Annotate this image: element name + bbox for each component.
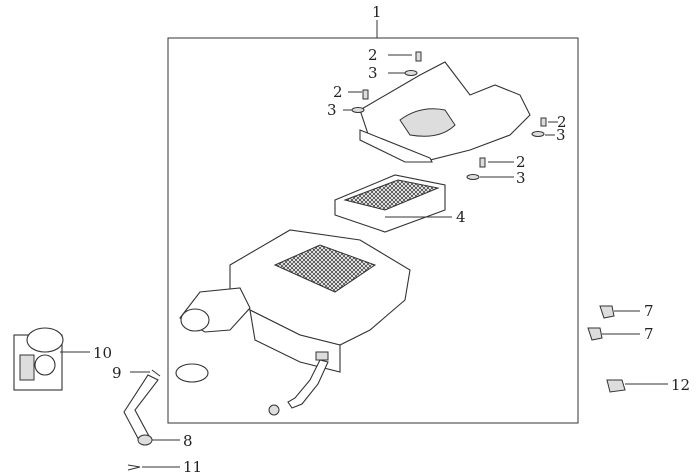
callout-4: 4	[456, 208, 466, 226]
callout-7: 7	[644, 325, 654, 343]
leader-lines	[60, 20, 668, 468]
hose-clamp	[175, 363, 209, 383]
callout-2: 2	[516, 153, 526, 171]
callout-7: 7	[644, 302, 654, 320]
callout-10: 10	[93, 344, 112, 362]
callout-11: 11	[183, 458, 202, 475]
air-filter-element	[334, 174, 446, 233]
callout-2: 2	[557, 113, 567, 131]
breather-hose	[123, 369, 161, 471]
callout-3: 3	[556, 126, 566, 144]
callout-3: 3	[516, 169, 526, 187]
callout-8: 8	[183, 432, 193, 450]
air-box-housing	[179, 229, 411, 373]
callout-2: 2	[333, 83, 343, 101]
assembly-frame	[167, 37, 579, 424]
callout-3: 3	[368, 64, 378, 82]
air-cleaner-cover	[359, 61, 531, 163]
callout-2: 2	[368, 46, 378, 64]
callout-3: 3	[327, 101, 337, 119]
callout-12: 12	[671, 376, 690, 394]
drain-hose	[268, 351, 329, 416]
callout-1: 1	[372, 3, 382, 21]
throttle-body	[13, 327, 64, 391]
clip-icon	[587, 305, 626, 393]
callout-9: 9	[112, 364, 122, 382]
screw-icon	[362, 51, 547, 168]
